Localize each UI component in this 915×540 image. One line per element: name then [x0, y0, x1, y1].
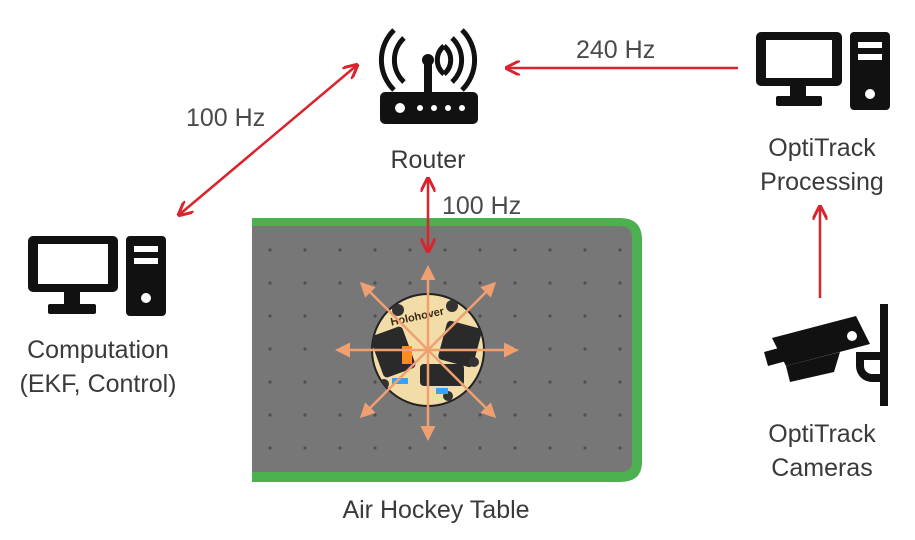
air-hole — [338, 314, 342, 318]
air-hole — [583, 248, 587, 252]
air-hole — [268, 314, 272, 318]
air-hole — [618, 446, 622, 450]
air-hole — [583, 281, 587, 285]
air-hole — [513, 446, 517, 450]
air-hole — [268, 380, 272, 384]
computation-label-line2: (EKF, Control) — [20, 370, 177, 398]
air-hockey-table-label: Air Hockey Table — [342, 496, 529, 524]
air-hole — [303, 446, 307, 450]
air-hole — [408, 281, 412, 285]
air-hole — [373, 248, 377, 252]
air-hole — [338, 446, 342, 450]
computation-computer-icon — [28, 236, 166, 316]
air-hole — [618, 281, 622, 285]
air-hole — [373, 446, 377, 450]
optitrack-processing-label-line2: Processing — [760, 168, 884, 196]
air-hole — [583, 347, 587, 351]
air-hole — [268, 248, 272, 252]
air-hole — [268, 347, 272, 351]
air-hole — [303, 281, 307, 285]
air-hole — [548, 314, 552, 318]
air-hole — [338, 281, 342, 285]
air-hole — [618, 314, 622, 318]
air-hole — [478, 281, 482, 285]
air-hole — [478, 446, 482, 450]
air-hole — [303, 314, 307, 318]
link-computation-router-rate: 100 Hz — [186, 104, 265, 132]
optitrack-processing-computer-icon — [756, 32, 890, 110]
air-hole — [303, 347, 307, 351]
air-hole — [583, 380, 587, 384]
optitrack-processing-label-line1: OptiTrack — [768, 134, 876, 162]
air-hole — [583, 314, 587, 318]
air-hole — [408, 413, 412, 417]
link-computation-router — [180, 66, 356, 214]
link-processing-router-rate: 240 Hz — [576, 36, 655, 64]
air-hole — [443, 248, 447, 252]
air-hole — [548, 248, 552, 252]
air-hole — [548, 281, 552, 285]
air-hole — [478, 413, 482, 417]
optitrack-camera-icon — [764, 304, 888, 406]
air-hole — [408, 248, 412, 252]
air-hole — [408, 446, 412, 450]
air-hole — [548, 413, 552, 417]
air-hole — [478, 380, 482, 384]
optitrack-cameras-label-line2: Cameras — [771, 454, 872, 482]
router-label: Router — [390, 146, 465, 174]
air-hole — [548, 347, 552, 351]
air-hole — [338, 380, 342, 384]
air-hole — [443, 413, 447, 417]
air-hole — [303, 413, 307, 417]
air-hole — [268, 446, 272, 450]
air-hole — [478, 248, 482, 252]
air-hole — [338, 248, 342, 252]
air-hole — [618, 347, 622, 351]
air-hole — [583, 413, 587, 417]
table-air-holes — [268, 248, 622, 450]
air-hole — [303, 248, 307, 252]
air-hole — [303, 380, 307, 384]
air-hole — [513, 380, 517, 384]
router-icon — [378, 28, 478, 124]
air-hole — [268, 281, 272, 285]
air-hole — [373, 314, 377, 318]
link-router-table-rate: 100 Hz — [442, 192, 521, 220]
computation-label-line1: Computation — [27, 336, 169, 364]
air-hole — [513, 413, 517, 417]
air-hole — [618, 413, 622, 417]
optitrack-cameras-label-line1: OptiTrack — [768, 420, 876, 448]
thrust-arrows — [335, 265, 519, 441]
air-hole — [583, 446, 587, 450]
air-hole — [338, 413, 342, 417]
air-hole — [443, 446, 447, 450]
air-hole — [478, 314, 482, 318]
air-hole — [548, 446, 552, 450]
air-hole — [513, 248, 517, 252]
air-hole — [513, 314, 517, 318]
air-hole — [443, 281, 447, 285]
air-hole — [268, 413, 272, 417]
air-hole — [373, 281, 377, 285]
air-hole — [513, 281, 517, 285]
air-hole — [373, 380, 377, 384]
air-hole — [618, 248, 622, 252]
air-hole — [373, 413, 377, 417]
air-hole — [548, 380, 552, 384]
air-hole — [618, 380, 622, 384]
